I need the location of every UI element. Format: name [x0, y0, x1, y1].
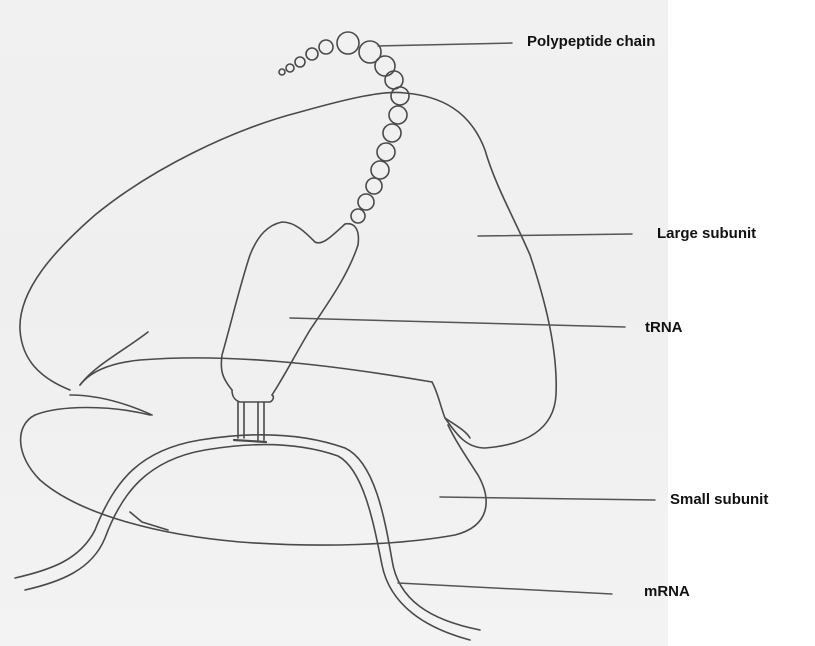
trna-outline: [221, 222, 358, 395]
label-large-subunit: Large subunit: [657, 226, 756, 241]
polypeptide-beads: [279, 32, 409, 223]
pointer-small-subunit: [440, 497, 655, 500]
trna-base: [232, 390, 273, 402]
label-polypeptide-chain: Polypeptide chain: [527, 34, 655, 49]
pointer-large-subunit: [478, 234, 632, 236]
mrna-strand-outer: [15, 435, 480, 630]
large-subunit-bottom-edge: [80, 358, 432, 385]
pointer-mrna: [398, 583, 612, 594]
pointer-polypeptide: [378, 43, 512, 46]
label-trna: tRNA: [645, 320, 683, 335]
pointer-trna: [290, 318, 625, 327]
large-subunit-outline: [20, 92, 556, 448]
small-subunit-outline: [21, 408, 487, 546]
large-subunit-notch: [80, 332, 148, 385]
label-mrna: mRNA: [644, 584, 690, 599]
trna-anticodon-foot: [234, 440, 266, 442]
label-small-subunit: Small subunit: [670, 492, 768, 507]
